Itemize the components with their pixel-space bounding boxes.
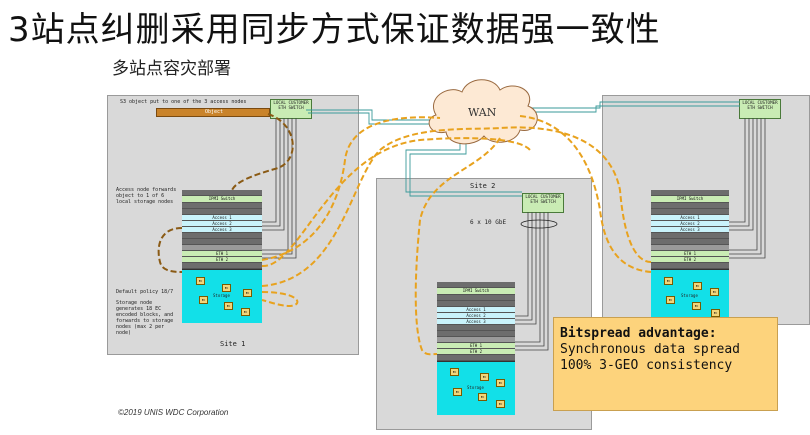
site-3-rack: IPMI Switch Access 1 Access 2 Access 3 E… [651,190,729,323]
ec-block: EC [453,388,462,396]
access-node: Access 1 [437,307,515,313]
site-2-switch-cables [515,212,549,351]
ec-block: EC [199,296,208,304]
ec-block: EC [496,379,505,387]
object-bar: Object [156,108,270,117]
eth-switch: ETH 1 [182,251,262,257]
ec-block: EC [478,393,487,401]
storage-label: Storage [213,293,230,298]
site-1-note-storage: Storage node generates 18 EC encoded blo… [116,300,174,336]
access-node: Access 2 [437,313,515,319]
wan-links [306,101,740,197]
slide-title: 3站点纠删采用同步方式保证数据强一致性 [8,10,661,50]
ec-block: EC [243,289,252,297]
site-2-switch: LOCAL CUSTOMER ETH SWITCH [522,193,564,213]
ipmi-switch: IPMI Switch [651,196,729,203]
ec-block: EC [241,308,250,316]
site-2-link-label: 6 x 10 GbE [470,219,507,226]
advantage-heading: Bitspread advantage: [560,326,717,341]
site-1-note-access: Access node forwards object to 1 of 6 lo… [116,187,177,205]
ec-block: EC [711,309,720,317]
ec-block: EC [664,277,673,285]
ec-block: EC [224,302,233,310]
site-1-label: Site 1 [220,340,246,348]
access-node: Access 3 [437,319,515,325]
access-node: Access 3 [182,227,262,233]
access-node: Access 1 [182,215,262,221]
object-label: Object [205,109,224,115]
storage-label: Storage [467,385,484,390]
eth-switch: ETH 1 [437,343,515,349]
wan-cloud [428,79,538,145]
access-node: Access 2 [651,221,729,227]
ec-block: EC [693,282,702,290]
slide-subtitle: 多站点容灾部署 [112,59,231,79]
access-node: Access 2 [182,221,262,227]
ipmi-switch: IPMI Switch [182,196,262,203]
eth-switch: ETH 2 [437,349,515,355]
site-1-rack: IPMI Switch Access 1 Access 2 Access 3 E… [182,190,262,323]
site-3-switch-cables [729,118,766,259]
advantage-line-1: Synchronous data spread [560,342,741,357]
ec-block: EC [222,284,231,292]
ec-block: EC [496,400,505,408]
ec-block: EC [196,277,205,285]
site-1-switch: LOCAL CUSTOMER ETH SWITCH [270,99,312,119]
site-1-switch-cables [262,118,297,259]
local-flow-arrows [157,113,294,273]
ec-block: EC [710,288,719,296]
eth-switch: ETH 2 [182,257,262,263]
advantage-callout: Bitspread advantage: Synchronous data sp… [553,317,778,411]
ipmi-switch: IPMI Switch [437,288,515,295]
ec-block: EC [666,296,675,304]
ec-block: EC [692,302,701,310]
access-node: Access 3 [651,227,729,233]
eth-switch: ETH 1 [651,251,729,257]
eth-switch: ETH 2 [651,257,729,263]
site-2-label: Site 2 [470,182,496,190]
storage-label: Storage [681,293,698,298]
site-1-note-policy: Default policy 18/7 [116,289,174,295]
link-bundle-ellipse [520,219,558,229]
data-flow-arrows [261,115,652,356]
wan-label: WAN [468,106,497,119]
ec-block: EC [450,368,459,376]
copyright-footer: ©2019 UNIS WDC Corporation [118,408,229,417]
advantage-line-2: 100% 3-GEO consistency [560,358,733,373]
site-1-intro: S3 object put to one of the 3 access nod… [120,99,247,105]
ec-block: EC [480,373,489,381]
access-node: Access 1 [651,215,729,221]
site-3-switch: LOCAL CUSTOMER ETH SWITCH [739,99,781,119]
